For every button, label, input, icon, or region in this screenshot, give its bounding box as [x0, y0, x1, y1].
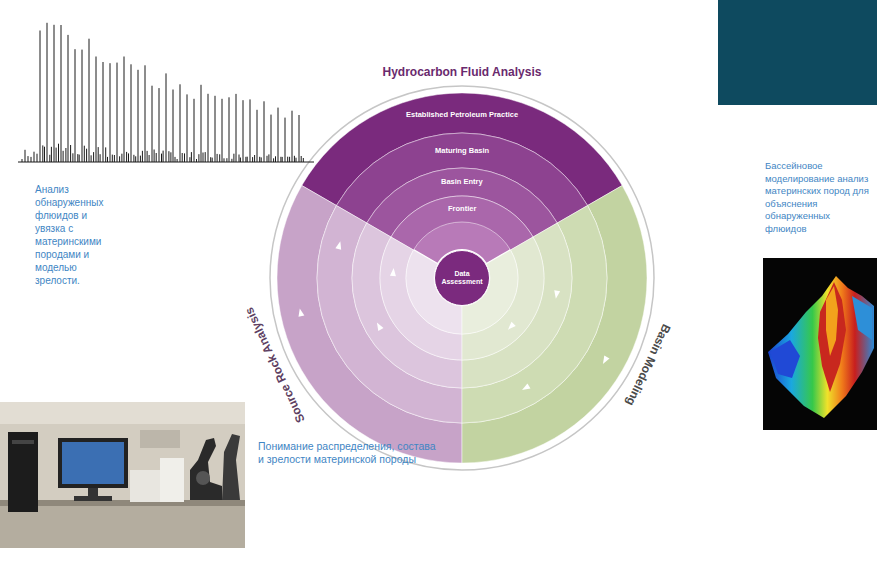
caption-text: Понимание распределения, состава и зрело… [258, 440, 436, 466]
band-fill [462, 223, 572, 388]
flow-arrow [297, 308, 305, 317]
band-fill [352, 223, 462, 388]
flow-arrow [390, 268, 397, 276]
corner-panel [718, 0, 877, 105]
basin-model-render [763, 258, 877, 430]
band-fill [462, 237, 544, 360]
sector: Basin Modeling [460, 183, 649, 465]
wedge-shape [275, 183, 465, 465]
chromatogram-peaks [22, 23, 303, 162]
lab-photo [0, 402, 245, 548]
ring-label: Established Petroleum Practice [406, 110, 518, 120]
sector: Source Rock Analysis [275, 183, 465, 465]
band-fill [462, 186, 647, 464]
ring-label: Frontier [448, 204, 476, 214]
wedge-shape [460, 183, 649, 465]
ring-label: Basin Entry [441, 177, 483, 187]
flow-arrow [521, 383, 531, 392]
flow-arrow [506, 322, 516, 332]
flow-arrow [374, 321, 383, 331]
sector-heading: Hydrocarbon Fluid Analysis [383, 65, 542, 79]
flow-arrow [600, 356, 609, 366]
ring-label: Maturing Basin [435, 146, 489, 156]
flow-arrow [335, 240, 343, 249]
band-fill [336, 133, 587, 223]
caption-text: Бассейновое моделирование анализ материн… [765, 160, 871, 235]
ring-band: Frontier [388, 194, 536, 253]
flow-arrow [553, 290, 560, 299]
band-fill [391, 196, 533, 250]
band-fill [462, 250, 518, 334]
band-fill [380, 237, 462, 360]
chromatogram-baseline [18, 162, 314, 163]
chromatogram [18, 23, 314, 162]
caption-text: Анализ обнаруженных флюидов и увязка с м… [35, 183, 119, 287]
wedge-shape [388, 194, 536, 253]
band-fill [462, 206, 607, 424]
outer-ring-line [270, 86, 654, 470]
band-fill [317, 206, 462, 424]
center-label: Data Assessment [438, 270, 486, 287]
band-fill [277, 186, 462, 464]
band-fill [406, 250, 462, 334]
